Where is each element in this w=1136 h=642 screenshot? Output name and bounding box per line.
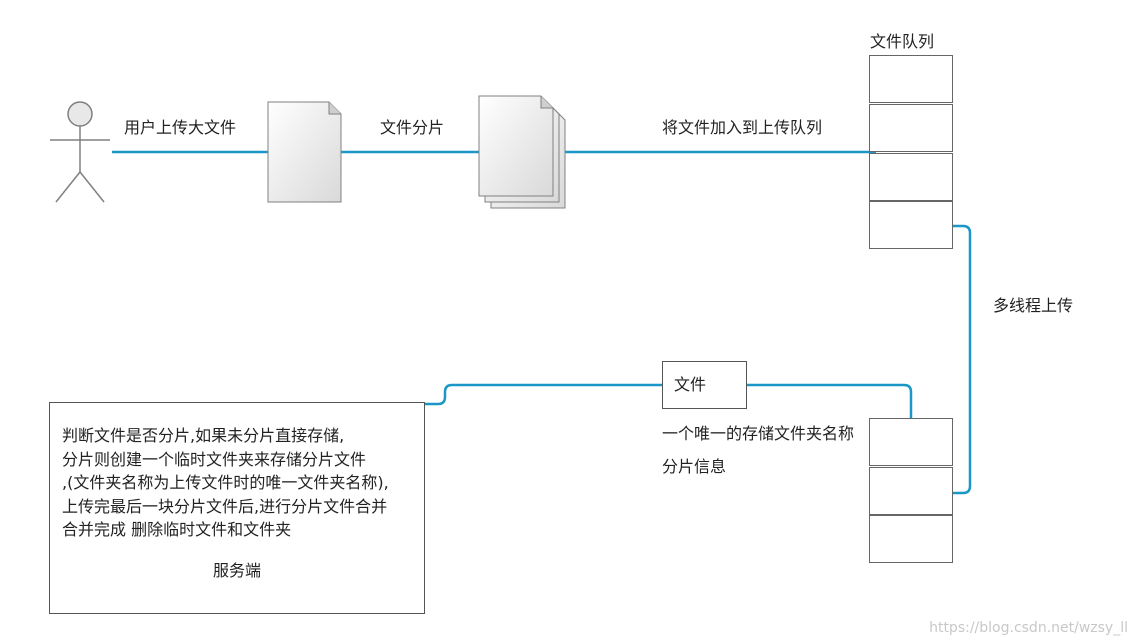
label-chunk-info: 分片信息: [662, 457, 727, 476]
queue-bottom-cell: [869, 467, 953, 515]
connector-server-to-file: [424, 383, 663, 406]
queue-top-cell: [869, 201, 953, 249]
server-line: ,(文件夹名称为上传文件时的唯一文件夹名称),: [62, 473, 389, 492]
server-line: 判断文件是否分片,如果未分片直接存储,: [62, 426, 345, 445]
label-queue-title: 文件队列: [870, 32, 935, 51]
server-line: 上传完最后一块分片文件后,进行分片文件合并: [62, 496, 388, 516]
server-label: 服务端: [212, 561, 261, 580]
document-icon: [267, 101, 342, 203]
label-unique-folder: 一个唯一的存储文件夹名称: [662, 424, 855, 443]
user-actor-icon: [50, 101, 110, 203]
queue-top-cell: [869, 104, 953, 152]
queue-top-cell: [869, 55, 953, 103]
server-box: [49, 402, 425, 614]
queue-bottom-cell: [869, 418, 953, 466]
queue-bottom-cell: [869, 515, 953, 563]
file-chunks-icon: [478, 95, 566, 209]
file-box-label: 文件: [674, 375, 707, 394]
watermark: https://blog.csdn.net/wzsy_ll: [929, 620, 1128, 636]
server-line: 分片则创建一个临时文件夹来存储分片文件: [62, 449, 367, 469]
connector-file-to-queue: [746, 383, 913, 419]
label-user-upload: 用户上传大文件: [124, 118, 237, 137]
file-box: [662, 361, 747, 409]
label-add-to-queue: 将文件加入到上传队列: [662, 118, 823, 137]
server-line: 合并完成 删除临时文件和文件夹: [62, 520, 292, 539]
label-multi-thread: 多线程上传: [993, 296, 1074, 315]
queue-top-cell: [869, 153, 953, 201]
server-description: 判断文件是否分片,如果未分片直接存储, 分片则创建一个临时文件夹来存储分片文件 …: [62, 424, 389, 542]
label-file-split: 文件分片: [380, 118, 445, 137]
